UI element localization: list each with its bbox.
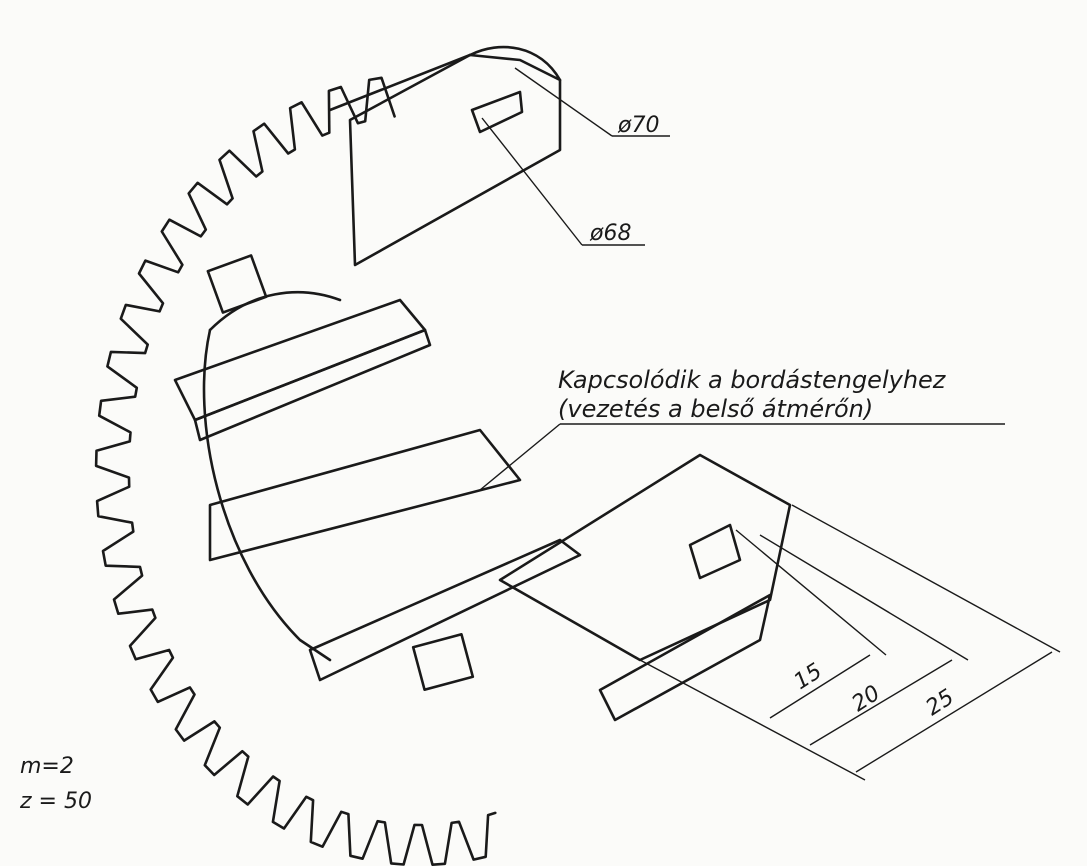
note-line-2: (vezetés a belső átmérőn) (558, 395, 873, 423)
leader-lines (479, 67, 1005, 491)
top-cut-section (328, 45, 562, 267)
inner-diameter-label: ø68 (589, 221, 631, 246)
dimension-lines (639, 504, 1061, 781)
teeth-parameter: z = 50 (19, 789, 92, 814)
spline-ribs (173, 298, 582, 682)
module-parameter: m=2 (20, 754, 74, 779)
key-bottom (411, 632, 475, 692)
dimension-20: 20 (848, 681, 885, 717)
outer-diameter-label: ø70 (617, 113, 659, 138)
bottom-cut-section (498, 453, 792, 722)
note-line-1: Kapcsolódik a bordástengelyhez (558, 366, 947, 394)
dimension-25: 25 (922, 685, 959, 721)
dimension-15: 15 (790, 659, 827, 695)
key-top (206, 254, 268, 314)
gear-tooth-profile (94, 76, 497, 866)
